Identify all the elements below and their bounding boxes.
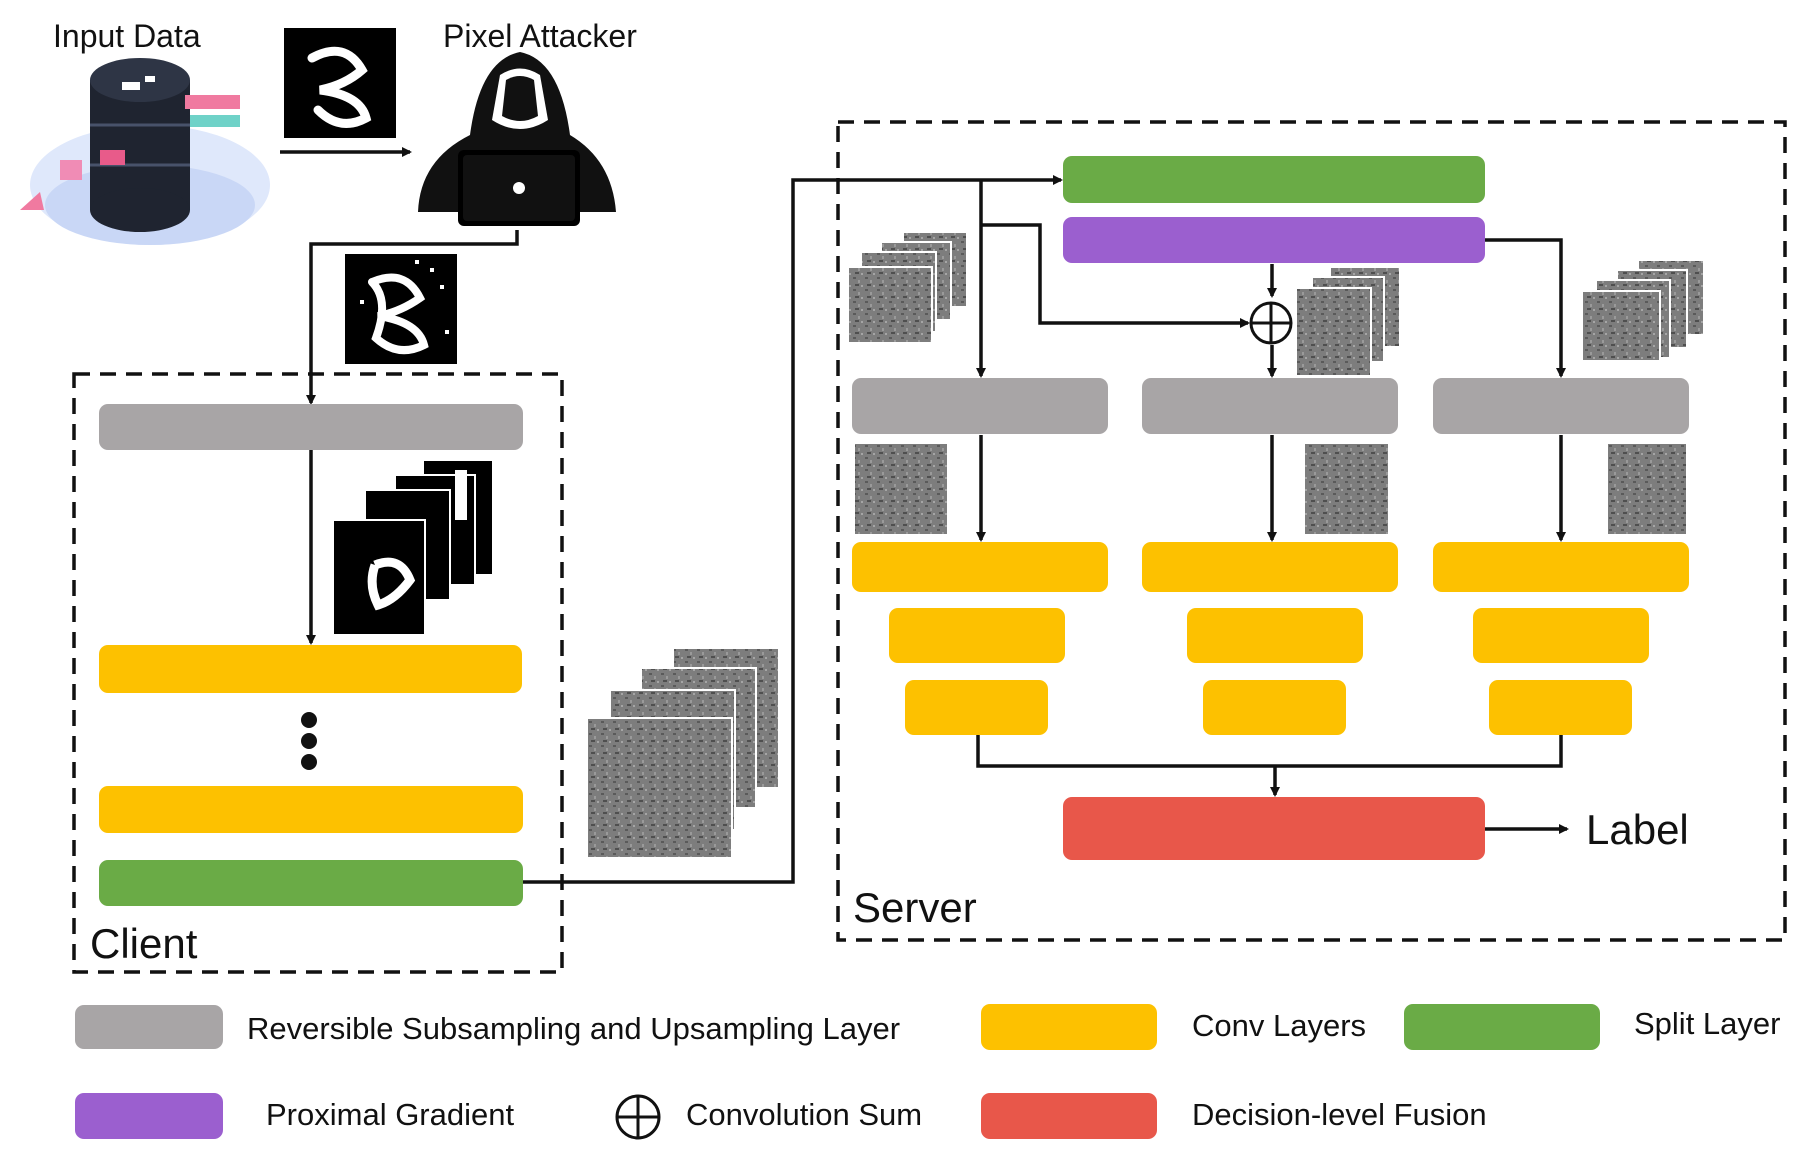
transmitted-feature-stack	[586, 647, 780, 859]
server-conv-left-1	[852, 542, 1108, 592]
server-conv-left-2	[889, 608, 1065, 663]
server-feature-single-middle	[1305, 444, 1388, 534]
server-conv-right-2	[1473, 608, 1649, 663]
connectors	[280, 147, 1569, 884]
server-rsu-layer-left	[852, 378, 1108, 434]
legend-circled-plus-icon	[615, 1094, 661, 1140]
legend-label-proximal: Proximal Gradient	[266, 1097, 515, 1132]
digit-image-clean	[284, 28, 396, 138]
server-conv-right-1	[1433, 542, 1689, 592]
server-feature-stack-middle	[1295, 266, 1401, 377]
client-split-layer	[99, 860, 523, 906]
hooded-hacker-icon	[418, 52, 616, 226]
input-data-label: Input Data	[53, 18, 201, 54]
server-rsu-layer-middle	[1142, 378, 1398, 434]
client-feature-stack	[332, 459, 494, 636]
legend-label-rsu: Reversible Subsampling and Upsampling La…	[247, 1011, 901, 1046]
server-proximal-gradient	[1063, 217, 1485, 263]
client-label: Client	[90, 920, 198, 967]
legend-label-fusion: Decision-level Fusion	[1192, 1097, 1487, 1132]
legend-swatch-split	[1404, 1004, 1600, 1050]
server-feature-single-left	[855, 444, 947, 534]
server-feature-stack-left	[847, 231, 968, 344]
server-conv-middle-1	[1142, 542, 1398, 592]
server-conv-left-3	[905, 680, 1048, 735]
server-conv-middle-3	[1203, 680, 1346, 735]
ellipsis-dots	[301, 712, 317, 770]
server-conv-right-3	[1489, 680, 1632, 735]
server-conv-middle-2	[1187, 608, 1363, 663]
circled-plus-icon	[1249, 301, 1293, 345]
legend-swatch-conv	[981, 1004, 1157, 1050]
digit-image-attacked	[345, 254, 457, 364]
legend-swatch-fusion	[981, 1093, 1157, 1139]
legend-label-conv: Conv Layers	[1192, 1008, 1367, 1043]
legend-label-split: Split Layer	[1634, 1006, 1781, 1041]
client-conv-layer-2	[99, 786, 523, 833]
server-split-layer	[1063, 156, 1485, 203]
pixel-attacker-label: Pixel Attacker	[443, 18, 637, 54]
output-label: Label	[1586, 806, 1689, 853]
legend-label-conv-sum: Convolution Sum	[686, 1097, 923, 1132]
client-conv-layer-1	[99, 645, 522, 693]
legend-swatch-rsu	[75, 1005, 223, 1049]
server-feature-stack-right	[1581, 259, 1705, 362]
legend-swatch-proximal	[75, 1093, 223, 1139]
server-box	[836, 120, 1787, 942]
client-rsu-layer	[99, 404, 523, 450]
client-box	[72, 372, 564, 974]
server-feature-single-right	[1608, 444, 1686, 534]
server-rsu-layer-right	[1433, 378, 1689, 434]
server-label: Server	[853, 884, 977, 931]
database-cloud-icon	[20, 58, 270, 245]
server-decision-fusion	[1063, 797, 1485, 860]
